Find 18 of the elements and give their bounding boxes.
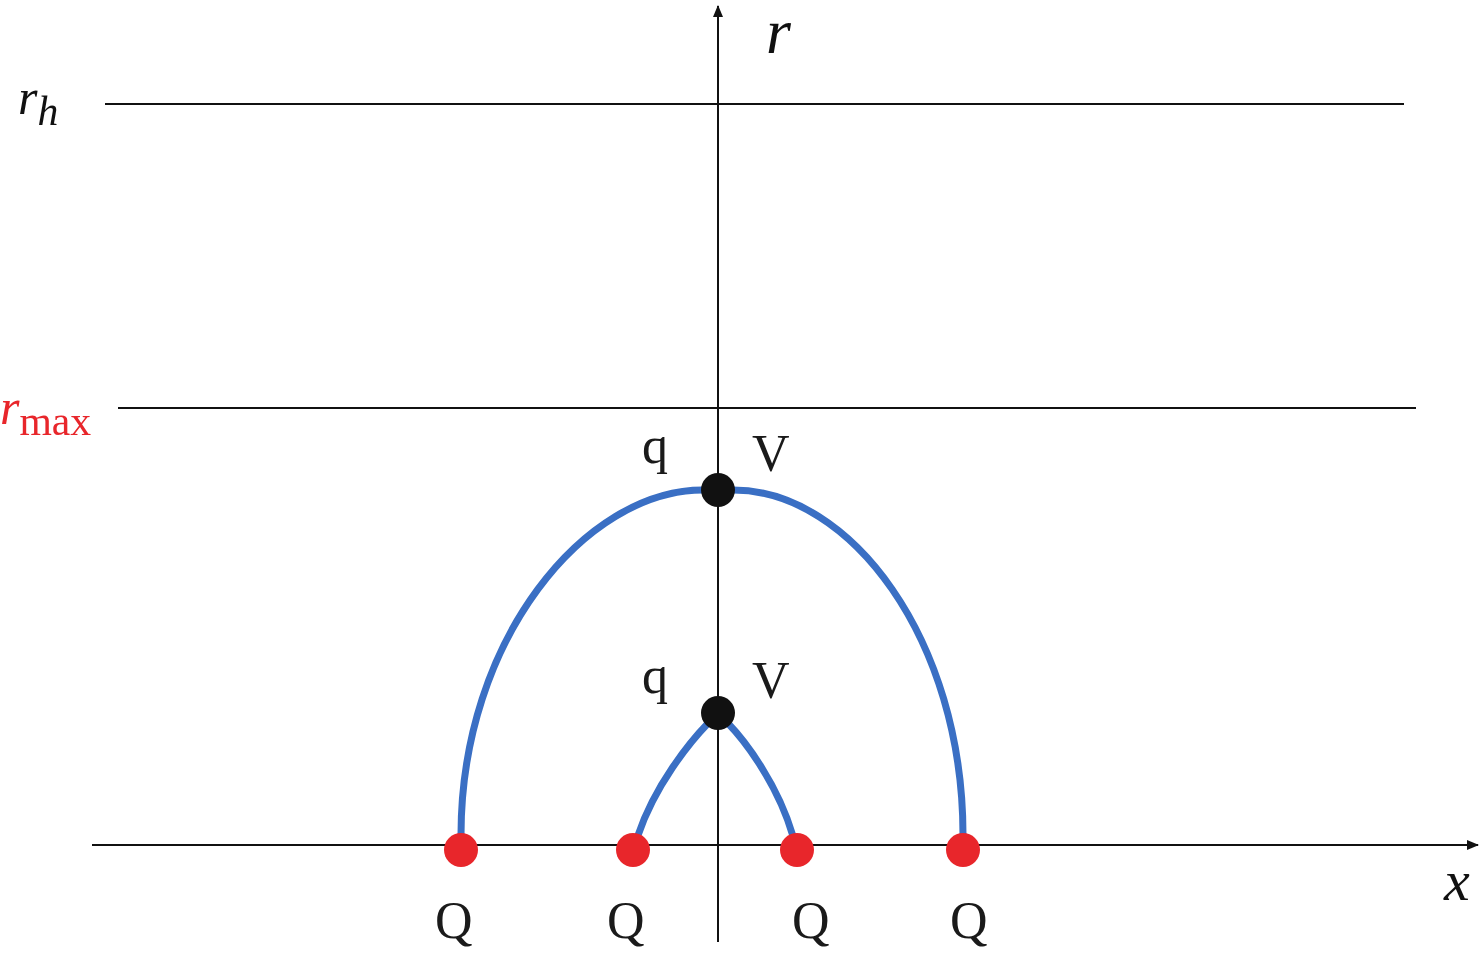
axis-label: r [766,0,791,64]
point-label: V [752,655,790,707]
level-label: r$_{max}$ [0,382,92,443]
charge-dot [946,833,980,867]
point-label: Q [950,895,988,947]
charge-dot [444,833,478,867]
charge-dot [780,833,814,867]
axis-label: x [1444,852,1470,910]
point-label: Q [792,895,830,947]
charge-dot [616,833,650,867]
vertex-dot [701,696,735,730]
level-label: r$_{h}$ [18,72,59,133]
point-label: Q [607,895,645,947]
vertex-dot [701,473,735,507]
point-label: q [642,420,668,472]
point-label: Q [435,895,473,947]
point-label: V [752,428,790,480]
point-label: q [642,650,668,702]
